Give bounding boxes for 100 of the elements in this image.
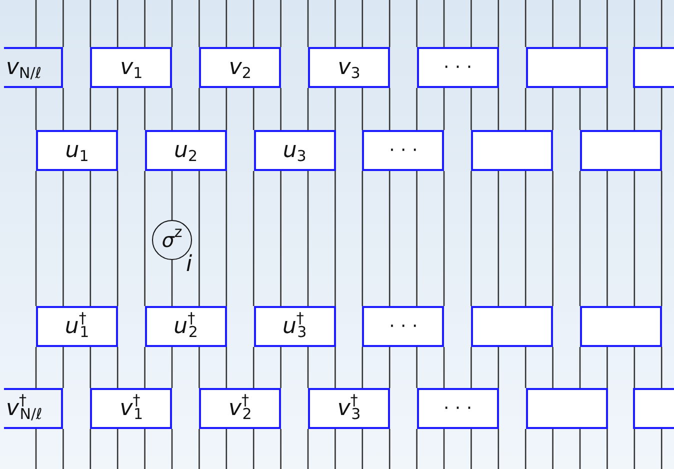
wire-line <box>443 429 445 469</box>
wire-line <box>198 429 200 469</box>
wire-line <box>35 347 37 388</box>
wire-line <box>416 347 418 388</box>
wire-line <box>35 171 37 306</box>
wire-line <box>524 429 526 469</box>
wire-line <box>443 347 445 388</box>
wire-line <box>362 429 364 469</box>
wire-line <box>35 88 37 130</box>
wire-line <box>524 347 526 388</box>
tensor-box: · · · <box>416 47 499 88</box>
tensor-box: v$_{2}$ <box>199 47 282 88</box>
wire-line <box>280 0 282 47</box>
wire-line <box>116 171 118 306</box>
wire-line <box>307 171 309 306</box>
wire-line <box>171 171 173 220</box>
wire-line <box>252 88 254 130</box>
tensor-box <box>580 306 662 347</box>
wire-line <box>606 88 608 130</box>
wire-line <box>171 347 173 388</box>
wire-line <box>252 429 254 469</box>
wire-line <box>252 0 254 47</box>
wire-line <box>443 88 445 130</box>
tensor-box <box>580 130 662 171</box>
wire-line <box>443 0 445 47</box>
wire-line <box>226 88 228 130</box>
wire-line <box>116 88 118 130</box>
wire-line <box>634 429 636 469</box>
wire-line <box>144 171 146 306</box>
wire-line <box>62 171 64 306</box>
wire-line <box>144 0 146 47</box>
wire-line <box>660 0 662 47</box>
wire-line <box>90 429 92 469</box>
wire-line <box>552 88 554 130</box>
wire-line <box>416 171 418 306</box>
wire-line <box>307 0 309 47</box>
wire-line <box>226 347 228 388</box>
wire-line <box>334 347 336 388</box>
tensor-box: v$_{1}$ <box>90 47 172 88</box>
wire-line <box>470 429 472 469</box>
wire-line <box>388 347 390 388</box>
wire-line <box>116 429 118 469</box>
wire-line <box>606 171 608 306</box>
wire-line <box>171 260 173 306</box>
tensor-box <box>633 388 674 429</box>
wire-line <box>579 0 581 47</box>
wire-line <box>579 347 581 388</box>
wire-line <box>388 88 390 130</box>
wire-line <box>198 171 200 306</box>
wire-line <box>252 347 254 388</box>
wire-line <box>606 0 608 47</box>
wire-line <box>660 347 662 388</box>
wire-line <box>35 429 37 469</box>
tensor-box: · · · <box>362 306 444 347</box>
wire-line <box>552 0 554 47</box>
wire-line <box>362 347 364 388</box>
wire-line <box>144 429 146 469</box>
wire-line <box>498 88 500 130</box>
wire-line <box>579 429 581 469</box>
wire-line <box>470 171 472 306</box>
wire-line <box>62 0 64 47</box>
wire-line <box>388 171 390 306</box>
tensor-box: u$_{1}$ <box>36 130 118 171</box>
wire-line <box>498 171 500 306</box>
wire-line <box>280 88 282 130</box>
tensor-box <box>526 47 608 88</box>
tensor-box <box>633 47 674 88</box>
wire-line <box>198 347 200 388</box>
wire-line <box>62 429 64 469</box>
wire-line <box>470 0 472 47</box>
wire-line <box>388 0 390 47</box>
wire-line <box>416 429 418 469</box>
wire-line <box>552 347 554 388</box>
wire-line <box>334 88 336 130</box>
wire-line <box>62 347 64 388</box>
wire-line <box>171 88 173 130</box>
wire-line <box>280 171 282 306</box>
wire-line <box>280 429 282 469</box>
wire-line <box>144 88 146 130</box>
wire-line <box>198 0 200 47</box>
wire-line <box>226 429 228 469</box>
wire-line <box>144 347 146 388</box>
wire-line <box>524 0 526 47</box>
wire-line <box>660 171 662 306</box>
wire-line <box>416 0 418 47</box>
wire-line <box>334 0 336 47</box>
wire-line <box>606 347 608 388</box>
wire-line <box>470 347 472 388</box>
wire-line <box>552 429 554 469</box>
wire-line <box>362 0 364 47</box>
tensor-box: v$_{N/ℓ}$ <box>4 47 63 88</box>
wire-line <box>524 88 526 130</box>
wire-line <box>90 0 92 47</box>
wire-line <box>498 347 500 388</box>
wire-line <box>498 0 500 47</box>
wire-line <box>280 347 282 388</box>
tensor-box: · · · <box>362 130 444 171</box>
wire-line <box>388 429 390 469</box>
wire-line <box>252 171 254 306</box>
tensor-box <box>471 306 554 347</box>
